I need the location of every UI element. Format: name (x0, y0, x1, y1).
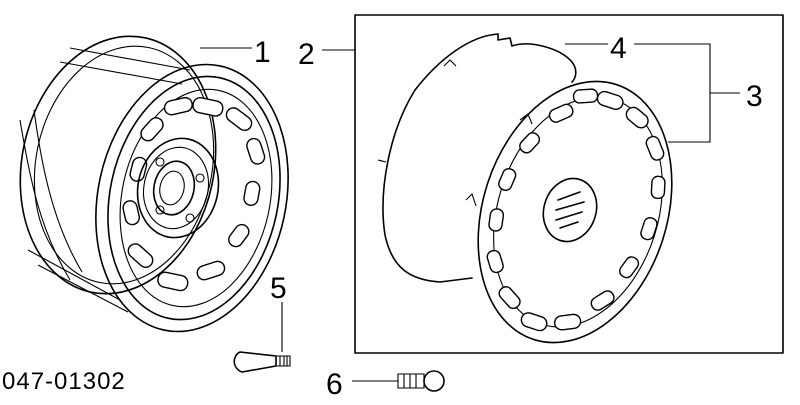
wheel-cover (465, 80, 673, 344)
leader-lines (200, 43, 740, 382)
callout-5: 5 (270, 272, 287, 305)
callout-4: 4 (610, 32, 627, 65)
callout-6: 6 (326, 368, 343, 401)
valve-stem (233, 351, 291, 373)
hubcap-gasket (377, 33, 577, 283)
callout-2: 2 (298, 38, 315, 71)
cover-bolt (397, 370, 445, 392)
steel-wheel (19, 35, 289, 333)
part-code: 047-01302 (2, 368, 126, 395)
callout-3: 3 (746, 80, 763, 113)
callout-1: 1 (254, 36, 271, 69)
assembly-box (354, 14, 784, 354)
